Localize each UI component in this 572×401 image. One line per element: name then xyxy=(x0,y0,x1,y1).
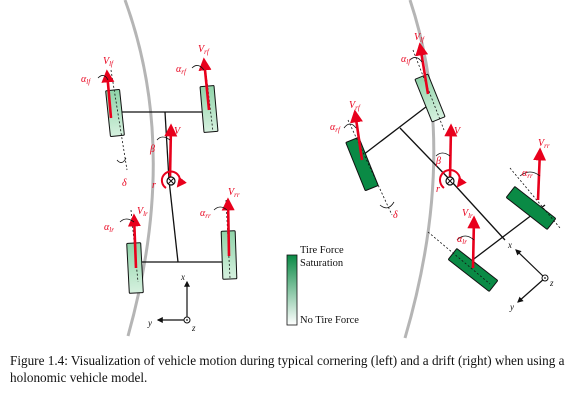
left-label-alpha-rr: α xyxy=(200,208,206,219)
right-label-v-rr: V xyxy=(538,138,546,149)
right-label-alpha-rr-sub: rr xyxy=(527,172,533,180)
left-label-alpha-lr-sub: lr xyxy=(109,226,114,234)
left-label-v-lr: V xyxy=(137,206,145,217)
vehicle-motion-diagram: Vlf Vrf αlf αrf V β r δ Vlr Vrr αlr αrr … xyxy=(81,0,561,339)
left-vector-v-lr xyxy=(127,213,141,269)
right-axis-z: z xyxy=(549,278,554,288)
legend-top-line2: Saturation xyxy=(300,258,344,269)
svg-text:αlf: αlf xyxy=(81,74,91,86)
svg-text:Vlr: Vlr xyxy=(462,208,473,220)
left-label-alpha-lr: α xyxy=(104,222,110,233)
left-axes: x y z xyxy=(147,272,196,333)
right-label-v-lr-sub: lr xyxy=(468,212,473,220)
left-label-alpha-rf: α xyxy=(176,64,182,75)
right-vector-v-lr-front xyxy=(350,109,364,161)
figure-caption: Figure 1.4: Visualization of vehicle mot… xyxy=(10,353,565,385)
left-axis-y: y xyxy=(147,318,152,328)
left-vector-v-rf xyxy=(198,57,212,111)
right-axis-y: y xyxy=(509,302,514,312)
left-label-alpha-lf-sub: lf xyxy=(86,78,91,86)
right-label-alpha-lf-sub: lf xyxy=(406,58,411,66)
left-vector-v-center xyxy=(164,123,178,179)
right-tire-lr-front-left xyxy=(345,137,379,191)
right-vector-v-lf xyxy=(415,42,430,95)
svg-text:Vlf: Vlf xyxy=(103,56,114,68)
right-axis-x: x xyxy=(507,240,512,250)
left-label-v-rf: V xyxy=(198,44,206,55)
svg-text:Vrf: Vrf xyxy=(198,44,210,56)
left-label-alpha-rf-sub: rf xyxy=(181,68,187,76)
left-chassis xyxy=(117,111,232,263)
legend-bottom: No Tire Force xyxy=(300,315,359,326)
right-vector-v-center xyxy=(444,123,458,181)
svg-text:αrf: αrf xyxy=(330,122,341,134)
right-label-v-rf-sub: rf xyxy=(355,104,361,112)
right-label-v-rf: V xyxy=(349,100,357,111)
left-label-v-rr-sub: rr xyxy=(234,191,240,199)
left-label-v-rr: V xyxy=(228,187,236,198)
right-label-r: r xyxy=(436,184,440,195)
right-yaw-arc xyxy=(439,169,467,189)
right-label-v-lr: V xyxy=(462,208,470,219)
svg-text:αlf: αlf xyxy=(401,54,411,66)
right-tire-lr xyxy=(448,248,498,292)
svg-text:αlr: αlr xyxy=(104,222,114,234)
left-label-r: r xyxy=(152,180,156,191)
left-label-v-rf-sub: rf xyxy=(204,48,210,56)
right-label-delta: δ xyxy=(393,210,398,221)
right-axes: x y z xyxy=(507,240,554,312)
right-label-alpha-lr: α xyxy=(457,234,463,245)
right-label-v-lf-sub: lf xyxy=(420,36,425,44)
svg-text:αlr: αlr xyxy=(457,234,467,246)
right-label-beta: β xyxy=(435,156,441,167)
left-label-v-lf: V xyxy=(103,56,111,67)
right-label-alpha-lr-sub: lr xyxy=(462,238,467,246)
left-label-v-center: V xyxy=(174,126,182,137)
svg-text:Vlf: Vlf xyxy=(414,32,425,44)
left-vector-v-rr xyxy=(221,197,235,257)
right-vector-v-lr xyxy=(467,215,481,269)
right-label-v-lf: V xyxy=(414,32,422,43)
svg-text:Vrr: Vrr xyxy=(228,187,240,199)
left-yaw-arc xyxy=(160,170,187,189)
right-tire-lf xyxy=(414,73,446,123)
left-axis-x: x xyxy=(180,272,185,282)
right-label-alpha-rf: α xyxy=(330,122,336,133)
right-panel: Vlf αlf Vrf αrf V β r δ Vrr αrr Vlr αlr … xyxy=(330,0,561,339)
legend: Tire Force Saturation No Tire Force xyxy=(286,245,359,326)
legend-top-line1: Tire Force xyxy=(300,245,344,256)
right-label-v-center: V xyxy=(454,126,462,137)
svg-text:Vlr: Vlr xyxy=(137,206,148,218)
svg-text:αrr: αrr xyxy=(200,208,211,220)
legend-gradient-bar xyxy=(286,254,298,326)
right-label-alpha-rr: α xyxy=(522,168,528,179)
left-label-delta: δ xyxy=(122,178,127,189)
svg-text:Vrr: Vrr xyxy=(538,138,550,150)
left-label-alpha-rr-sub: rr xyxy=(205,212,211,220)
left-label-beta: β xyxy=(149,144,155,155)
right-tire-rr xyxy=(506,186,556,230)
svg-text:αrr: αrr xyxy=(522,168,533,180)
svg-text:Vrf: Vrf xyxy=(349,100,361,112)
left-label-alpha-lf: α xyxy=(81,74,87,85)
left-label-v-lf-sub: lf xyxy=(109,60,114,68)
left-panel: Vlf Vrf αlf αrf V β r δ Vlr Vrr αlr αrr … xyxy=(81,0,240,337)
right-label-alpha-rf-sub: rf xyxy=(335,126,341,134)
right-label-v-rr-sub: rr xyxy=(544,142,550,150)
road-edge-right xyxy=(403,0,436,339)
right-label-alpha-lf: α xyxy=(401,54,407,65)
left-label-v-lr-sub: lr xyxy=(143,210,148,218)
left-axis-z: z xyxy=(191,323,196,333)
svg-text:αrf: αrf xyxy=(176,64,187,76)
